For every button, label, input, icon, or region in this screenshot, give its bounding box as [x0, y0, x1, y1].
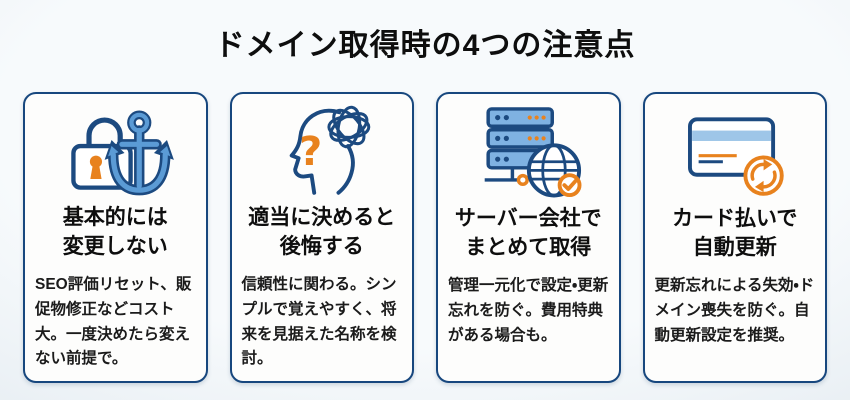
card-naming-regret: ? 適当に決めると後悔する 信頼性に関わる。シンプルで覚えやすく、将来を見据えた…: [229, 92, 414, 383]
page-title: ドメイン取得時の4つの注意点: [214, 29, 636, 62]
heading-line: 自動更新: [692, 235, 777, 259]
card-body: SEO評価リセット、販促物修正などコスト大。一度決めたら変えない前提で。: [35, 275, 192, 368]
card-body: 管理一元化で設定・更新忘れを防ぐ。費用特典がある場合も。: [448, 276, 609, 344]
card-auto-renew: カード払いで自動更新 更新忘れによる失効・ドメイン喪失を防ぐ。自動更新設定を推奨…: [642, 92, 827, 383]
heading-line: 後悔する: [279, 234, 364, 258]
confused-head-icon: ?: [261, 101, 383, 198]
lock-anchor-icon: [71, 110, 175, 196]
credit-card-renew-icon: [674, 101, 796, 199]
heading-line: 適当に決めると: [248, 206, 396, 229]
card-heading: 基本的には変更しない: [63, 204, 168, 262]
heading-line: サーバー会社で: [454, 207, 602, 230]
server-globe-icon: [484, 106, 582, 197]
server-globe-icon: [467, 101, 589, 199]
heading-line: まとめて取得: [465, 235, 592, 259]
confused-head-icon: ?: [289, 105, 371, 195]
svg-text:?: ?: [299, 129, 322, 175]
card-heading: 適当に決めると後悔する: [248, 204, 395, 262]
card-body: 更新忘れによる失効・ドメイン喪失を防ぐ。自動更新設定を推奨。: [654, 276, 815, 344]
card-bundle-with-host: サーバー会社でまとめて取得 管理一元化で設定・更新忘れを防ぐ。費用特典がある場合…: [436, 92, 621, 383]
lock-anchor-icon: [54, 101, 176, 198]
heading-line: 変更しない: [62, 234, 168, 258]
card-heading: カード払いで自動更新: [672, 205, 797, 263]
card-body: 信頼性に関わる。シンプルで覚えやすく、将来を見据えた名称を検討。: [241, 275, 397, 368]
card-heading: サーバー会社でまとめて取得: [455, 205, 602, 263]
credit-card-renew-icon: [687, 116, 784, 196]
cards-row: 基本的には変更しない SEO評価リセット、販促物修正などコスト大。一度決めたら変…: [23, 92, 827, 383]
card-keep-domain: 基本的には変更しない SEO評価リセット、販促物修正などコスト大。一度決めたら変…: [23, 92, 208, 383]
heading-line: カード払いで: [672, 207, 798, 230]
heading-line: 基本的には: [62, 206, 168, 229]
